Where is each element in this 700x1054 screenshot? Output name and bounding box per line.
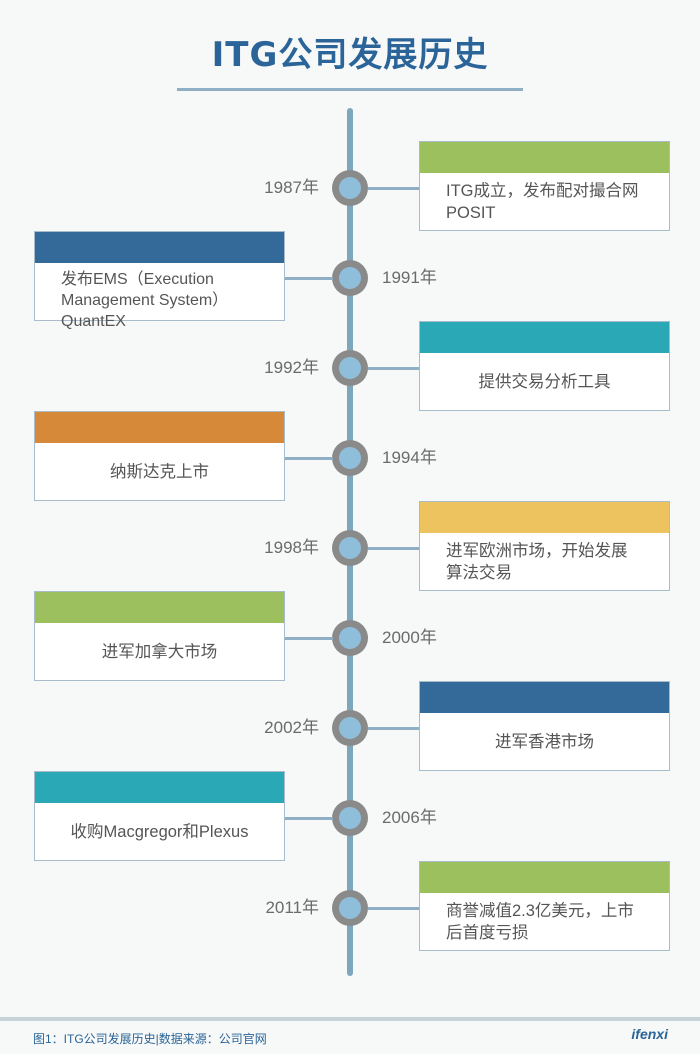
event-card-header	[420, 502, 669, 533]
event-card-header	[420, 142, 669, 173]
timeline-connector	[368, 547, 420, 550]
event-card: 进军香港市场	[419, 681, 670, 771]
timeline-connector	[285, 277, 333, 280]
event-card-text: 进军香港市场	[495, 733, 594, 751]
event-card-text: 提供交易分析工具	[478, 373, 611, 391]
timeline-node	[332, 530, 368, 566]
event-card-text: 进军加拿大市场	[101, 643, 218, 661]
timeline-node	[332, 710, 368, 746]
timeline-year: 2000年	[382, 628, 437, 647]
timeline-year: 2002年	[264, 718, 319, 737]
timeline-year: 2006年	[382, 808, 437, 827]
event-card-text: 进军欧洲市场，开始发展算法交易	[446, 542, 628, 582]
timeline-year: 1994年	[382, 448, 437, 467]
event-card-text: 商誉减值2.3亿美元，上市后首度亏损	[446, 902, 634, 942]
timeline-connector	[368, 907, 420, 910]
timeline-node	[332, 800, 368, 836]
event-card: 进军欧洲市场，开始发展算法交易	[419, 501, 670, 591]
timeline-year: 1991年	[382, 268, 437, 287]
event-card: 收购Macgregor和Plexus	[34, 771, 285, 861]
timeline-node	[332, 170, 368, 206]
event-card-header	[35, 232, 284, 263]
event-card: 商誉减值2.3亿美元，上市后首度亏损	[419, 861, 670, 951]
event-card-header	[35, 592, 284, 623]
event-card: 纳斯达克上市	[34, 411, 285, 501]
timeline-connector	[368, 367, 420, 370]
timeline-connector	[368, 727, 420, 730]
title-underline	[177, 88, 523, 91]
event-card-header	[420, 862, 669, 893]
timeline-year: 1998年	[264, 538, 319, 557]
event-card-header	[420, 322, 669, 353]
timeline-connector	[368, 187, 420, 190]
timeline-year: 1987年	[264, 178, 319, 197]
timeline-node	[332, 620, 368, 656]
timeline-connector	[285, 637, 333, 640]
timeline-connector	[285, 817, 333, 820]
event-card-header	[35, 772, 284, 803]
event-card: 提供交易分析工具	[419, 321, 670, 411]
timeline-connector	[285, 457, 333, 460]
page-title: ITG公司发展历史	[211, 35, 489, 75]
footer-caption: 图1：ITG公司发展历史|数据来源：公司官网	[33, 1032, 267, 1046]
timeline-node	[332, 350, 368, 386]
event-card-header	[35, 412, 284, 443]
footer-divider	[0, 1017, 700, 1021]
event-card-header	[420, 682, 669, 713]
brand-logo: ifenxi	[631, 1026, 668, 1042]
timeline-year: 2011年	[265, 898, 319, 917]
timeline-node	[332, 260, 368, 296]
timeline-node	[332, 890, 368, 926]
timeline-node	[332, 440, 368, 476]
event-card: 进军加拿大市场	[34, 591, 285, 681]
event-card-text: 纳斯达克上市	[110, 463, 209, 481]
event-card-text: 收购Macgregor和Plexus	[70, 823, 249, 841]
timeline-year: 1992年	[264, 358, 319, 377]
